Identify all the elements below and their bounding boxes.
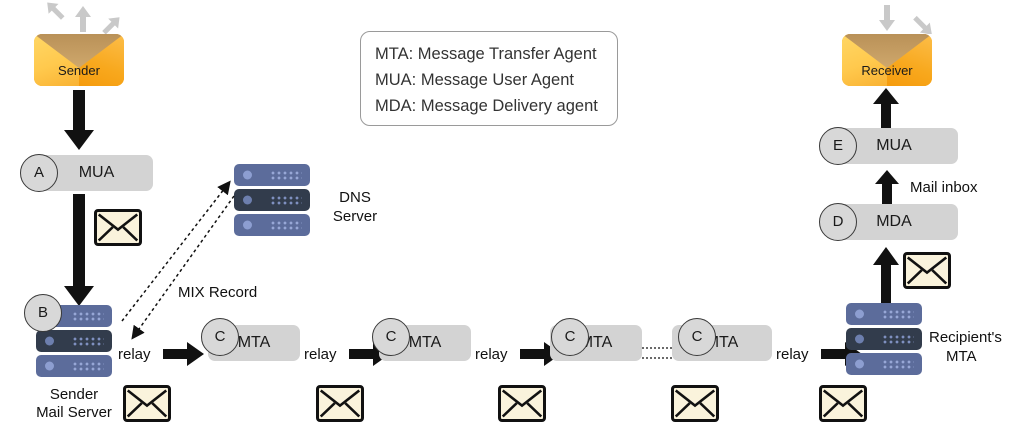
server-led-grid	[270, 195, 302, 205]
arrow-sender-to-mua	[62, 90, 96, 152]
arrow-mua-to-receiver	[871, 88, 901, 130]
server-led-grid	[72, 311, 104, 321]
server-led-dot	[243, 170, 252, 180]
server-unit-middle	[36, 330, 112, 352]
message-envelope-icon	[903, 252, 951, 289]
message-envelope-icon	[819, 385, 867, 422]
server-led-dot	[855, 309, 864, 319]
server-led-dot	[243, 195, 252, 205]
server-led-grid	[270, 220, 302, 230]
receiver-mail-client-icon: Receiver	[842, 34, 932, 86]
receiver-incoming-arrows	[835, 2, 940, 34]
server-led-grid	[882, 359, 914, 369]
sender-outgoing-arrows	[30, 2, 135, 34]
mail-inbox-label: Mail inbox	[910, 179, 978, 196]
sender-label: Sender	[58, 63, 100, 78]
relay-label-2: relay	[304, 346, 337, 363]
dns-query-response-arrows	[108, 178, 258, 348]
message-envelope-icon	[316, 385, 364, 422]
mta-label-1: MTA	[237, 334, 271, 351]
sender-mua-badge-a: A	[20, 154, 58, 192]
mta-label-2: MTA	[408, 334, 442, 351]
server-unit-bottom	[846, 353, 922, 375]
legend-line-mta: MTA: Message Transfer Agent	[375, 45, 597, 63]
mta-badge-c-3: C	[551, 318, 589, 356]
server-led-dot	[243, 220, 252, 230]
server-led-grid	[882, 309, 914, 319]
server-led-dot	[855, 359, 864, 369]
legend-line-mda: MDA: Message Delivery agent	[375, 97, 598, 115]
relay-label-3: relay	[475, 346, 508, 363]
receiver-mda-label: MDA	[876, 213, 912, 230]
server-unit-top	[234, 164, 310, 186]
dns-server-caption-line1: DNS	[339, 189, 371, 206]
message-envelope-icon	[123, 385, 171, 422]
server-unit-middle	[234, 189, 310, 211]
server-led-dot	[45, 361, 54, 371]
mta-badge-c-2: C	[372, 318, 410, 356]
server-led-dot	[855, 334, 864, 344]
legend-box: MTA: Message Transfer Agent MUA: Message…	[360, 31, 618, 126]
sender-mail-server-badge-b: B	[24, 294, 62, 332]
message-envelope-icon	[94, 209, 142, 246]
recipient-mta-caption-line2: MTA	[946, 348, 977, 365]
receiver-mua-label: MUA	[876, 137, 912, 154]
server-unit-bottom	[36, 355, 112, 377]
mta-badge-c-4: C	[678, 318, 716, 356]
server-led-grid	[882, 334, 914, 344]
arrow-mda-to-mua	[873, 170, 901, 206]
mix-record-label: MIX Record	[178, 284, 258, 301]
message-envelope-icon	[498, 385, 546, 422]
server-unit-top	[846, 303, 922, 325]
dns-server-stack[interactable]	[234, 164, 310, 239]
recipient-mta-server-stack[interactable]	[846, 303, 922, 378]
message-envelope-icon	[671, 385, 719, 422]
sender-mail-client-icon: Sender	[34, 34, 124, 86]
recipient-mta-caption-line1: Recipient's	[929, 329, 1002, 346]
arrow-relay-1	[163, 342, 205, 366]
mta-badge-c-1: C	[201, 318, 239, 356]
receiver-label: Receiver	[861, 63, 913, 78]
mta-chain-ellipsis-connector	[642, 345, 672, 361]
sender-mua-label: MUA	[78, 164, 115, 181]
arrow-mua-to-mail-server	[62, 194, 96, 308]
receiver-mua-badge-e: E	[819, 127, 857, 165]
server-led-dot	[45, 336, 54, 346]
server-led-grid	[270, 170, 302, 180]
server-led-grid	[72, 361, 104, 371]
sender-mail-server-caption-line2: Mail Server	[36, 404, 112, 421]
sender-mail-server-caption-line1: Sender	[49, 386, 99, 403]
arrow-recipient-mta-to-mda	[871, 247, 901, 305]
receiver-mda-badge-d: D	[819, 203, 857, 241]
relay-label-1: relay	[118, 346, 151, 363]
server-unit-bottom	[234, 214, 310, 236]
sender-mua-box[interactable]: MUA	[40, 155, 153, 191]
relay-label-4: relay	[776, 346, 809, 363]
legend-line-mua: MUA: Message User Agent	[375, 71, 574, 89]
server-led-grid	[72, 336, 104, 346]
server-unit-middle	[846, 328, 922, 350]
dns-server-caption-line2: Server	[332, 208, 378, 225]
